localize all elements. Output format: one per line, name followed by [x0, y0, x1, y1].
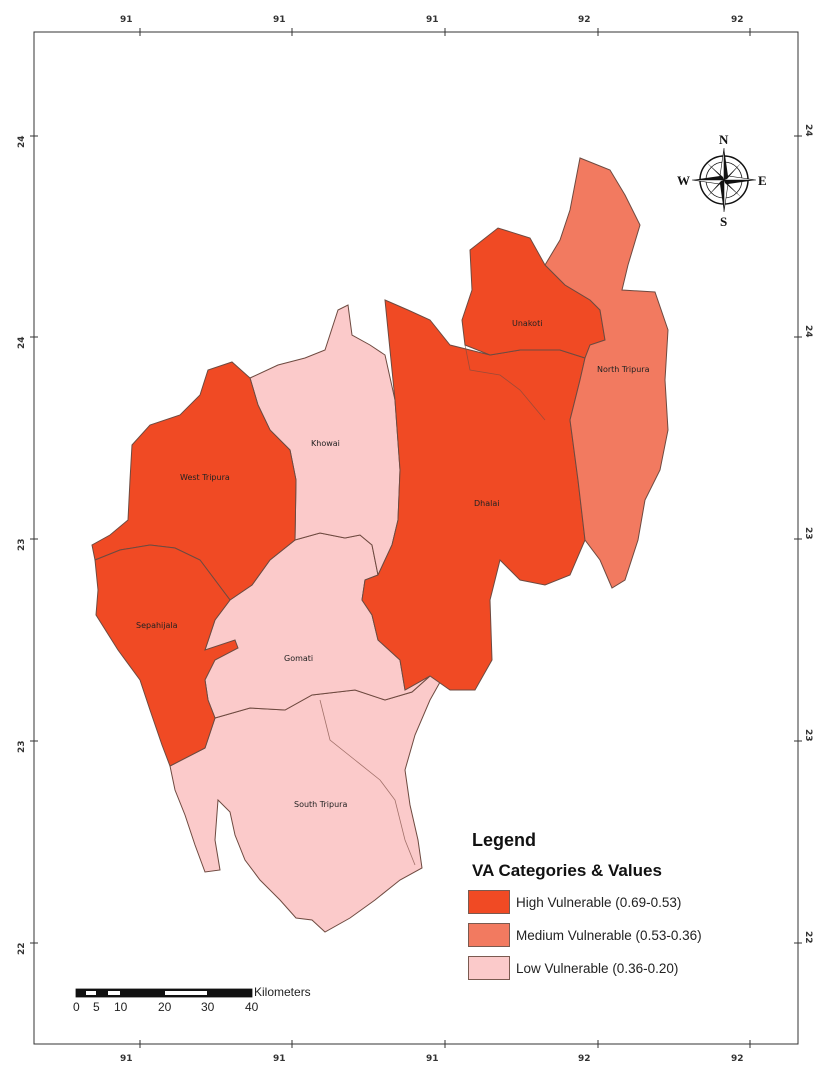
scale-unit-label: Kilometers — [254, 985, 311, 999]
tick-left-3: 23 — [17, 538, 27, 551]
district-west-tripura[interactable] — [91, 361, 297, 601]
tick-right-2: 24 — [803, 325, 813, 338]
tick-top-2: 91 — [273, 15, 286, 25]
label-unakoti: Unakoti — [512, 319, 542, 328]
tick-left-4: 23 — [17, 740, 27, 753]
compass-e: E — [758, 173, 767, 188]
district-sepahijala[interactable] — [94, 544, 239, 767]
legend-label-high: High Vulnerable (0.69-0.53) — [516, 894, 682, 910]
label-gomati: Gomati — [284, 654, 313, 663]
scale-label-5: 5 — [93, 1000, 100, 1014]
tick-left-5: 22 — [17, 942, 27, 955]
legend-item-low: Low Vulnerable (0.36-0.20) — [468, 955, 768, 981]
compass-n: N — [719, 132, 729, 147]
tick-top-3: 91 — [426, 15, 439, 25]
label-north-tripura: North Tripura — [597, 365, 650, 374]
scale-label-20: 20 — [158, 1000, 172, 1014]
tick-bottom-3: 91 — [426, 1054, 439, 1064]
label-west-tripura: West Tripura — [180, 473, 230, 482]
scale-label-0: 0 — [73, 1000, 80, 1014]
legend-item-medium: Medium Vulnerable (0.53-0.36) — [468, 922, 768, 948]
compass-rose-icon: N S E W — [677, 132, 767, 229]
frame-ticks — [30, 28, 802, 1048]
scale-label-10: 10 — [114, 1000, 128, 1014]
compass-s: S — [720, 214, 727, 229]
compass-w: W — [677, 173, 690, 188]
tick-right-1: 24 — [803, 124, 813, 137]
label-south-tripura: South Tripura — [294, 800, 347, 809]
internal-boundaries — [319, 344, 546, 866]
scale-bar — [75, 988, 253, 998]
legend-swatch-low — [468, 956, 510, 980]
legend-item-high: High Vulnerable (0.69-0.53) — [468, 889, 768, 915]
legend-subtitle: VA Categories & Values — [472, 861, 662, 880]
tick-top-1: 91 — [120, 15, 133, 25]
tick-bottom-1: 91 — [120, 1054, 133, 1064]
legend: Legend VA Categories & Values High Vulne… — [468, 830, 768, 988]
tick-left-2: 24 — [17, 336, 27, 349]
legend-swatch-high — [468, 890, 510, 914]
tick-right-3: 23 — [803, 527, 813, 540]
scale-label-30: 30 — [201, 1000, 215, 1014]
tick-right-4: 23 — [803, 729, 813, 742]
legend-label-low: Low Vulnerable (0.36-0.20) — [516, 960, 679, 976]
tick-top-5: 92 — [731, 15, 744, 25]
tick-bottom-2: 91 — [273, 1054, 286, 1064]
label-sepahijala: Sepahijala — [136, 621, 178, 630]
scale-label-40: 40 — [245, 1000, 259, 1014]
tick-right-5: 22 — [803, 931, 813, 944]
district-north-tripura[interactable] — [544, 157, 669, 589]
legend-title: Legend — [472, 830, 537, 850]
tick-bottom-5: 92 — [731, 1054, 744, 1064]
legend-label-medium: Medium Vulnerable (0.53-0.36) — [516, 927, 702, 943]
label-khowai: Khowai — [311, 439, 340, 448]
legend-swatch-medium — [468, 923, 510, 947]
tick-top-4: 92 — [578, 15, 591, 25]
tick-left-1: 24 — [17, 135, 27, 148]
tick-bottom-4: 92 — [578, 1054, 591, 1064]
label-dhalai: Dhalai — [474, 499, 499, 508]
